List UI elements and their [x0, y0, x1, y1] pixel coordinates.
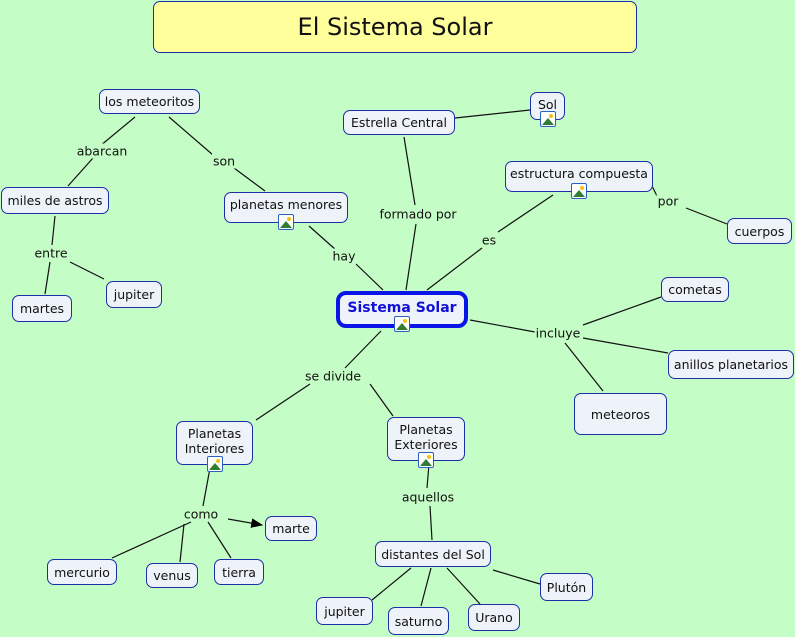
concept-jupiter[interactable]: jupiter — [106, 281, 162, 308]
link-como[interactable]: como — [182, 506, 220, 522]
image-attachment-icon[interactable] — [571, 183, 587, 199]
concept-los-meteoritos[interactable]: los meteoritos — [99, 89, 200, 114]
concept-marte[interactable]: marte — [265, 516, 317, 541]
concept-label: Planetas Interiores — [184, 426, 245, 456]
concept-miles-de-astros[interactable]: miles de astros — [1, 187, 109, 214]
concept-estructura-compuesta[interactable]: estructura compuesta — [505, 161, 653, 199]
link-son[interactable]: son — [211, 153, 237, 169]
map-title: El Sistema Solar — [153, 1, 637, 53]
concept-planetas-exteriores[interactable]: Planetas Exteriores — [387, 417, 465, 468]
link-es[interactable]: es — [480, 232, 498, 248]
concept-mercurio[interactable]: mercurio — [47, 559, 117, 585]
concept-label: Sol — [537, 97, 558, 112]
image-attachment-icon[interactable] — [539, 111, 556, 127]
concept-cometas[interactable]: cometas — [661, 277, 729, 302]
concept-martes[interactable]: martes — [12, 295, 72, 322]
concept-label: planetas menores — [229, 197, 343, 212]
link-por[interactable]: por — [656, 193, 680, 209]
concept-pluton[interactable]: Plutón — [540, 573, 593, 601]
link-aquellos[interactable]: aquellos — [400, 489, 456, 505]
concept-sistema-solar[interactable]: Sistema Solar — [336, 291, 468, 332]
concept-distantes-del-sol[interactable]: distantes del Sol — [375, 541, 491, 567]
concept-jupiter-exterior[interactable]: jupiter — [316, 597, 373, 625]
link-formado-por[interactable]: formado por — [378, 206, 458, 222]
link-entre[interactable]: entre — [33, 245, 69, 261]
link-se-divide[interactable]: se divide — [303, 368, 363, 384]
concept-meteoros[interactable]: meteoros — [574, 393, 667, 435]
concept-label: estructura compuesta — [510, 166, 648, 181]
image-attachment-icon[interactable] — [418, 452, 434, 468]
concept-venus[interactable]: venus — [146, 563, 198, 588]
concept-sol[interactable]: Sol — [530, 92, 565, 127]
link-incluye[interactable]: incluye — [534, 325, 582, 341]
image-attachment-icon[interactable] — [206, 456, 223, 472]
image-attachment-icon[interactable] — [394, 316, 410, 332]
concept-planetas-interiores[interactable]: Planetas Interiores — [176, 421, 253, 472]
concept-cuerpos[interactable]: cuerpos — [727, 218, 792, 244]
concept-estrella-central[interactable]: Estrella Central — [343, 110, 455, 135]
concept-label: Planetas Exteriores — [394, 422, 458, 452]
image-attachment-icon[interactable] — [278, 214, 294, 230]
concept-saturno[interactable]: saturno — [388, 607, 449, 635]
concept-anillos-planetarios[interactable]: anillos planetarios — [668, 350, 794, 379]
concept-urano[interactable]: Urano — [468, 604, 520, 631]
concept-planetas-menores[interactable]: planetas menores — [224, 192, 348, 230]
concept-label: Sistema Solar — [347, 300, 457, 316]
link-abarcan[interactable]: abarcan — [75, 143, 129, 159]
link-hay[interactable]: hay — [331, 248, 357, 264]
concept-tierra[interactable]: tierra — [214, 559, 264, 585]
